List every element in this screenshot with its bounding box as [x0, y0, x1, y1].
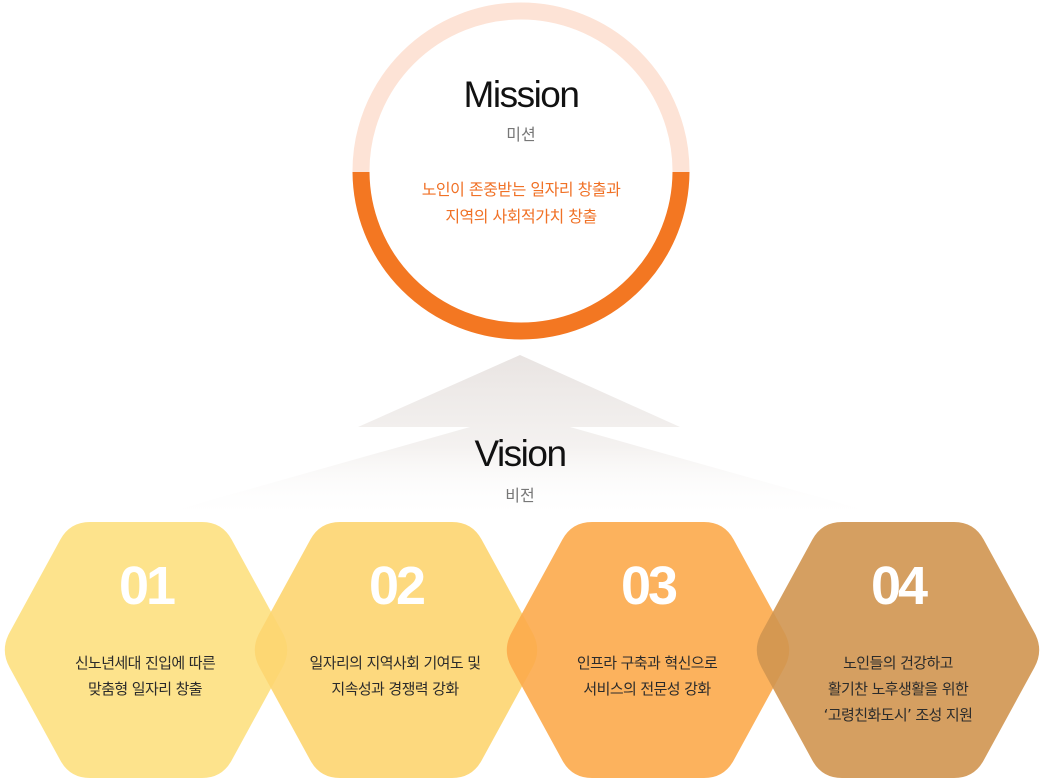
item-text-line: ‘고령친화도시’ 조성 지원: [823, 706, 973, 724]
item-number-04: 04: [870, 556, 928, 616]
item-text-line: 신노년세대 진입에 따른: [74, 654, 216, 672]
item-text-line: 지속성과 경쟁력 강화: [331, 680, 459, 698]
hexagon-01: [4, 522, 288, 778]
mission-ring: [352, 2, 690, 340]
item-number-01: 01: [118, 556, 176, 616]
item-text-02: 일자리의 지역사회 기여도 및 지속성과 경쟁력 강화: [280, 650, 510, 702]
item-text-line: 활기찬 노후생활을 위한: [827, 680, 969, 698]
item-number-03: 03: [620, 556, 678, 616]
item-text-01: 신노년세대 진입에 따른 맞춤형 일자리 창출: [30, 650, 260, 702]
vision-subtitle: 비전: [505, 486, 535, 505]
item-text-04: 노인들의 건강하고 활기찬 노후생활을 위한 ‘고령친화도시’ 조성 지원: [783, 650, 1013, 728]
item-text-line: 인프라 구축과 혁신으로: [576, 654, 718, 672]
mission-description-line: 지역의 사회적가치 창출: [445, 207, 597, 226]
mission-description-line: 노인이 존중받는 일자리 창출과: [421, 180, 621, 199]
mission-title: Mission: [463, 74, 580, 115]
vision-title: Vision: [474, 433, 567, 474]
vision-hexagons: [4, 522, 1040, 778]
item-number-02: 02: [368, 556, 426, 616]
mission-ring-top-arc: [352, 2, 690, 172]
vision-arrow-background: [140, 355, 900, 520]
hexagon-04: [756, 522, 1040, 778]
mission-description: 노인이 존중받는 일자리 창출과 지역의 사회적가치 창출: [350, 176, 692, 230]
item-text-03: 인프라 구축과 혁신으로 서비스의 전문성 강화: [532, 650, 762, 702]
item-text-line: 일자리의 지역사회 기여도 및: [309, 654, 482, 672]
mission-subtitle: 미션: [506, 125, 536, 144]
vision-arrow-shape: [140, 355, 900, 520]
item-text-line: 서비스의 전문성 강화: [583, 680, 711, 698]
mission-ring-bottom-arc: [352, 172, 690, 340]
hexagon-02: [254, 522, 538, 778]
hexagon-03: [506, 522, 790, 778]
item-text-line: 노인들의 건강하고: [843, 654, 953, 672]
item-text-line: 맞춤형 일자리 창출: [88, 680, 203, 698]
